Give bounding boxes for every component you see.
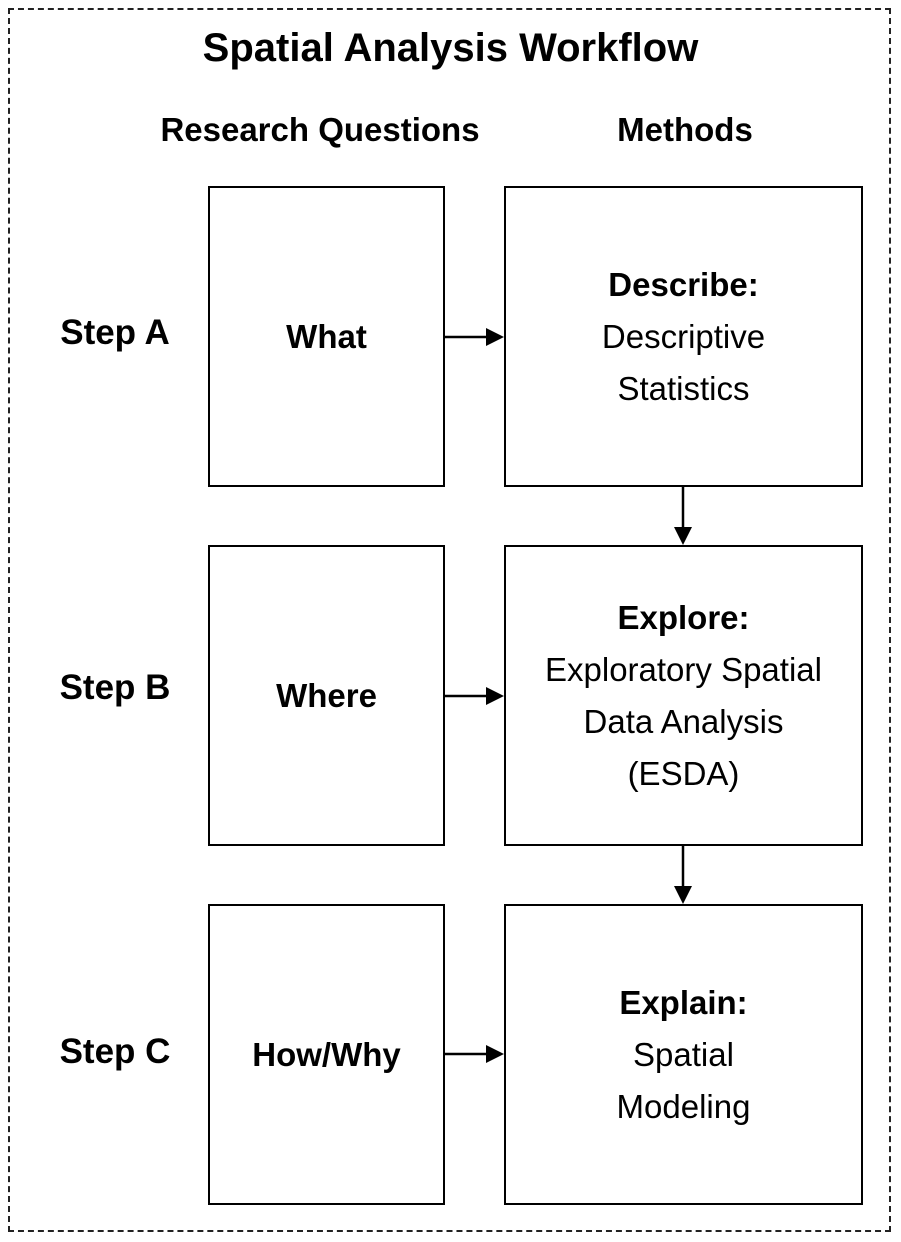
question-label: Where [276, 676, 377, 714]
method-box-explain: Explain: Spatial Modeling [504, 904, 863, 1205]
diagram-title: Spatial Analysis Workflow [202, 26, 699, 70]
method-description: Exploratory Spatial Data Analysis (ESDA) [545, 650, 822, 792]
workflow-frame [8, 8, 891, 1232]
question-label: How/Why [252, 1035, 401, 1073]
method-description: Spatial Modeling [616, 1035, 751, 1125]
method-heading: Describe: [608, 265, 759, 303]
question-box-what: What [208, 186, 445, 487]
methods-header: Methods [617, 111, 753, 148]
method-box-explore: Explore: Exploratory Spatial Data Analys… [504, 545, 863, 846]
method-heading: Explain: [619, 983, 748, 1021]
question-box-where: Where [208, 545, 445, 846]
method-description: Descriptive Statistics [601, 317, 766, 407]
step-b-label: Step B [59, 668, 171, 707]
step-a-label: Step A [60, 313, 170, 352]
method-box-describe: Describe: Descriptive Statistics [504, 186, 863, 487]
method-heading: Explore: [617, 598, 750, 636]
research-questions-header: Research Questions [160, 111, 480, 148]
question-box-how-why: How/Why [208, 904, 445, 1205]
question-label: What [286, 317, 367, 355]
step-c-label: Step C [59, 1032, 171, 1071]
